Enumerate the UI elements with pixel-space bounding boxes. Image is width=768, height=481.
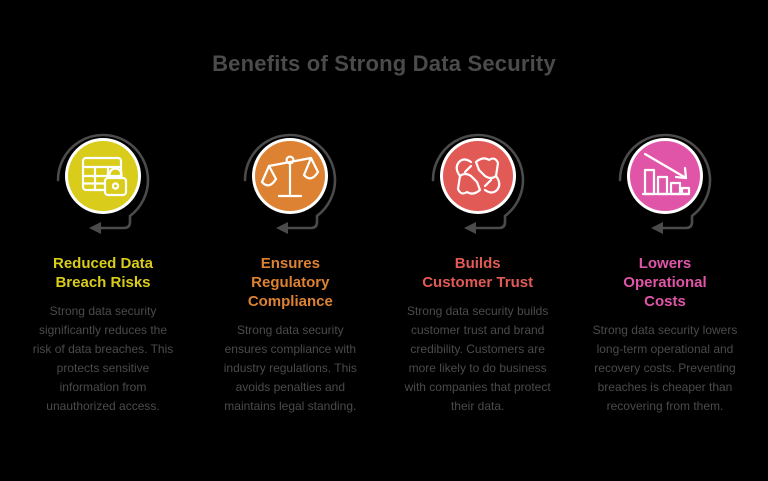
benefit-body: Strong data security lowers long-term op… xyxy=(592,323,738,413)
badge-ensures-regulatory-compliance xyxy=(225,118,355,240)
benefit-column-builds-customer-trust[interactable]: Builds Customer Trust Strong data securi… xyxy=(389,118,567,416)
benefit-column-reduced-data-breach-risks[interactable]: Reduced Data Breach Risks Strong data se… xyxy=(14,118,192,416)
benefit-columns: Reduced Data Breach Risks Strong data se… xyxy=(14,118,754,416)
arc-arrow-icon xyxy=(56,133,150,234)
arc-arrow-icon xyxy=(618,133,712,234)
benefit-body: Strong data security ensures compliance … xyxy=(223,323,357,413)
badge-lowers-operational-costs xyxy=(600,118,730,240)
benefit-body: Strong data security builds customer tru… xyxy=(404,304,551,413)
declining-bar-chart-icon xyxy=(641,152,691,196)
arc-arrow-icon xyxy=(244,133,337,234)
benefit-column-ensures-regulatory-compliance[interactable]: Ensures Regulatory Compliance Strong dat… xyxy=(201,118,379,416)
benefit-heading: Builds Customer Trust xyxy=(422,255,534,291)
page-title: Benefits of Strong Data Security xyxy=(212,51,556,76)
benefit-heading: Reduced Data Breach Risks xyxy=(52,255,154,291)
arc-arrow-icon xyxy=(431,133,524,234)
badge-reduced-data-breach-risks xyxy=(38,118,168,240)
benefit-column-lowers-operational-costs[interactable]: Lowers Operational Costs Strong data sec… xyxy=(576,118,754,416)
icon-circle xyxy=(442,141,513,211)
badge-builds-customer-trust xyxy=(413,118,543,240)
database-lock-icon xyxy=(81,156,128,197)
balance-scales-icon xyxy=(261,155,320,198)
benefit-heading: Ensures Regulatory Compliance xyxy=(247,255,333,310)
handshake-icon xyxy=(455,157,501,195)
benefit-body: Strong data security significantly reduc… xyxy=(32,304,174,413)
benefit-heading: Lowers Operational Costs xyxy=(623,255,707,310)
